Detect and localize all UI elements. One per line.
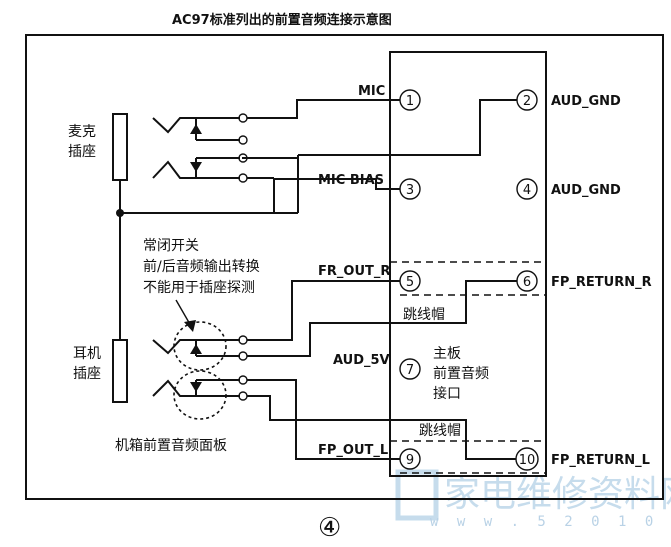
mic-jack-contacts bbox=[152, 113, 248, 183]
panel-label: 机箱前置音频面板 bbox=[115, 437, 227, 454]
svg-text:不能用于插座探测: 不能用于插座探测 bbox=[143, 280, 255, 296]
figure-number: ④ bbox=[318, 513, 341, 543]
jumper-cap-top bbox=[390, 261, 547, 296]
label-fr-out-r: FR_OUT_R bbox=[318, 264, 390, 279]
label-fp-return-r: FP_RETURN_R bbox=[551, 275, 652, 290]
pin-number: 2 bbox=[523, 94, 531, 109]
svg-text:前/后音频输出转换: 前/后音频输出转换 bbox=[143, 258, 260, 275]
svg-text:接口: 接口 bbox=[433, 385, 461, 402]
pin-6: 6 bbox=[516, 270, 538, 292]
mic-jack-body bbox=[112, 113, 128, 181]
pin-number: 4 bbox=[523, 183, 531, 198]
label-aud-gnd-2: AUD_GND bbox=[551, 94, 621, 109]
svg-text:麦克: 麦克 bbox=[68, 124, 96, 140]
mic-jack-label: 麦克 插座 bbox=[68, 124, 96, 160]
header-label: 主板 前置音频 接口 bbox=[433, 346, 489, 402]
audio-header-box bbox=[389, 51, 547, 477]
watermark: 家电维修资料网 w w w . 5 2 0 1 0 1 . c o m bbox=[395, 469, 671, 530]
pin-10: 10 bbox=[515, 447, 539, 471]
diagram-title: AC97标准列出的前置音频连接示意图 bbox=[172, 12, 392, 28]
headphone-jack-label: 耳机 插座 bbox=[73, 346, 101, 382]
jumper-label-top: 跳线帽 bbox=[403, 307, 445, 323]
jumper-label-bottom: 跳线帽 bbox=[419, 423, 461, 439]
switch-highlight-top bbox=[173, 321, 227, 371]
pin-number: 6 bbox=[523, 275, 531, 290]
pin-number: 3 bbox=[406, 183, 414, 198]
svg-text:插座: 插座 bbox=[73, 366, 101, 382]
pin-number: 5 bbox=[406, 275, 414, 290]
label-fp-out-l: FP_OUT_L bbox=[318, 443, 388, 458]
watermark-url: w w w . 5 2 0 1 0 1 . c o m bbox=[430, 514, 671, 530]
watermark-text: 家电维修资料网 bbox=[444, 474, 671, 515]
headphone-jack-body bbox=[112, 339, 128, 403]
jumper-cap-bottom bbox=[390, 440, 547, 474]
pin-4: 4 bbox=[516, 178, 538, 200]
label-mic-bias: MIC BIAS bbox=[318, 173, 384, 188]
label-mic: MIC bbox=[358, 84, 385, 99]
svg-text:前置音频: 前置音频 bbox=[433, 365, 489, 382]
pin-number: 7 bbox=[406, 363, 414, 378]
label-aud-gnd-4: AUD_GND bbox=[551, 183, 621, 198]
pin-2: 2 bbox=[516, 89, 538, 111]
pin-1: 1 bbox=[399, 89, 421, 111]
arrow-icon bbox=[184, 320, 196, 332]
pin-3: 3 bbox=[399, 178, 421, 200]
switch-note: 常闭开关 前/后音频输出转换 不能用于插座探测 bbox=[143, 238, 260, 296]
pin-5: 5 bbox=[399, 270, 421, 292]
label-fp-return-l: FP_RETURN_L bbox=[551, 453, 650, 468]
pin-7: 7 bbox=[399, 358, 421, 380]
svg-text:耳机: 耳机 bbox=[73, 346, 101, 362]
label-aud-5v: AUD_5V bbox=[333, 353, 390, 368]
pin-number: 9 bbox=[406, 453, 414, 468]
svg-text:插座: 插座 bbox=[68, 144, 96, 160]
svg-text:主板: 主板 bbox=[433, 346, 461, 362]
pin-number: 1 bbox=[406, 94, 414, 109]
switch-highlight-bottom bbox=[173, 370, 227, 420]
watermark-logo-icon bbox=[395, 469, 439, 521]
headphone-jack-contacts bbox=[152, 335, 248, 401]
pin-number: 10 bbox=[519, 453, 536, 468]
outer-frame bbox=[25, 34, 664, 500]
svg-text:常闭开关: 常闭开关 bbox=[143, 238, 199, 254]
pin-9: 9 bbox=[399, 448, 421, 470]
